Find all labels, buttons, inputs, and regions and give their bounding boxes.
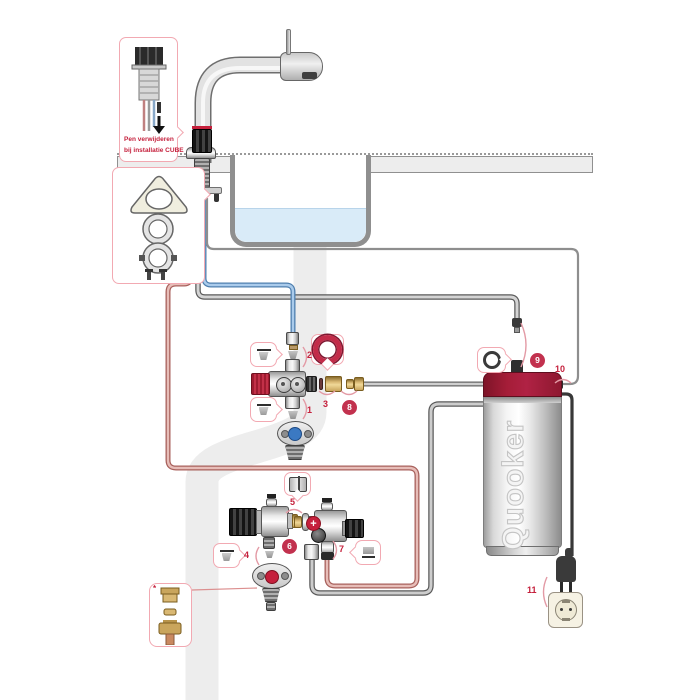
tap-red-ring <box>192 126 212 129</box>
tap-grip-section <box>192 129 212 153</box>
wall-socket <box>548 592 583 628</box>
step-label-4: 4 <box>244 550 250 560</box>
bottom-port-left-nut <box>304 544 319 560</box>
o-ring-inline <box>319 378 323 390</box>
tap-outlet <box>302 72 317 79</box>
o-ring-callout-3 <box>311 334 344 371</box>
pin-note-line2: bij installatie CUBE <box>124 147 184 154</box>
brass-fitting-small <box>346 379 354 389</box>
bottom-thread <box>263 537 275 549</box>
gasket-icon <box>361 547 375 558</box>
mounting-screw-right <box>214 194 219 202</box>
blue-hose-nut <box>286 332 299 345</box>
valve-top-stub <box>321 502 333 511</box>
washer <box>289 345 298 350</box>
step-badge-6: 6 <box>282 539 297 554</box>
connector-screw <box>281 572 289 580</box>
mounting-hardware-icon <box>130 175 188 280</box>
footnote-asterisk: * <box>153 584 157 593</box>
socket-hole <box>560 608 563 611</box>
tank-body <box>483 397 562 548</box>
connector-screw <box>257 572 265 580</box>
socket-hole <box>569 608 572 611</box>
filter-callout-2 <box>250 342 283 367</box>
pressure-reducer-knob <box>229 508 257 536</box>
socket-ground-clip <box>562 600 570 603</box>
tap-lever <box>286 29 291 55</box>
check-valve-dial-right <box>290 377 306 393</box>
tank-inlet-port <box>511 360 523 374</box>
tank-seam <box>484 397 561 403</box>
plus-marker: + <box>306 516 321 531</box>
brass-fitting-hex <box>354 377 364 391</box>
o-ring-callout-9 <box>477 347 512 373</box>
inlet-valve-red-knob <box>251 373 270 395</box>
step-label-1: 1 <box>307 405 313 415</box>
pressure-reducer-body <box>261 506 289 537</box>
pin-note-line1: Pen verwijderen <box>124 136 174 143</box>
plug-neck <box>565 548 573 558</box>
filter-icon <box>219 549 234 562</box>
filter-icon <box>256 348 271 361</box>
step-label-3: 3 <box>323 399 329 409</box>
hose-thin <box>205 198 580 386</box>
plug-prong <box>560 582 563 592</box>
step-badge-9: 9 <box>530 353 545 368</box>
tank-base-rim <box>486 546 559 556</box>
hose-blue <box>202 198 295 334</box>
tap-shank-pin-illustration <box>131 47 167 134</box>
valve-outlet-ridged <box>306 376 317 392</box>
combi-valve-knob <box>345 519 364 538</box>
brass-union-nut <box>325 376 342 392</box>
sink-basin <box>230 155 371 247</box>
step-label-11: 11 <box>527 585 537 595</box>
pin <box>157 102 161 113</box>
hot-marker-red-dot <box>265 570 279 584</box>
mounting-hardware-callout <box>112 167 211 284</box>
socket-recess <box>555 599 577 621</box>
filter-inline <box>265 551 274 558</box>
step-label-10: 10 <box>555 364 566 374</box>
pin-removal-callout <box>119 37 184 162</box>
tank-top-red-band <box>483 372 562 397</box>
filter-inline-top <box>288 351 298 359</box>
step-label-5: 5 <box>290 497 296 507</box>
hose-end-fitting-9 <box>512 318 522 327</box>
connector-screw <box>304 430 312 438</box>
step-badge-8: 8 <box>342 400 357 415</box>
valve-top-cap <box>267 494 276 498</box>
brass-fittings-icon <box>158 587 182 645</box>
counter-edge-dotted <box>117 153 593 156</box>
brass-fittings-callout <box>149 583 192 647</box>
filter-callout-4 <box>213 543 246 568</box>
hose-red <box>166 198 419 588</box>
power-plug <box>556 556 576 582</box>
plug-prong <box>569 582 572 592</box>
cold-marker-blue-dot <box>288 427 302 441</box>
sink-water <box>235 208 366 242</box>
power-cord <box>556 392 574 556</box>
hose-tank-to-valve <box>310 402 486 595</box>
bottom-port-cap <box>321 552 334 560</box>
filter-callout-1 <box>250 397 283 422</box>
fitting-collar <box>514 327 520 333</box>
hose-gray <box>196 198 519 320</box>
step-label-2: 2 <box>307 350 313 360</box>
connector-tip <box>266 602 276 611</box>
tank-brand-label: Quooker <box>496 419 530 550</box>
valve-top-cap <box>322 498 332 502</box>
filter-icon <box>256 403 271 416</box>
gasket-callout-7 <box>349 540 381 565</box>
small-o-ring-icon <box>482 351 501 369</box>
coupling-brass <box>294 516 302 528</box>
filter-inline-bottom <box>288 411 298 419</box>
callout-connector-line <box>191 587 258 591</box>
valve-bottom-port <box>285 396 300 409</box>
socket-ground-clip <box>562 618 570 621</box>
coupling-callout-5 <box>284 472 311 502</box>
step-label-7: 7 <box>339 544 345 554</box>
